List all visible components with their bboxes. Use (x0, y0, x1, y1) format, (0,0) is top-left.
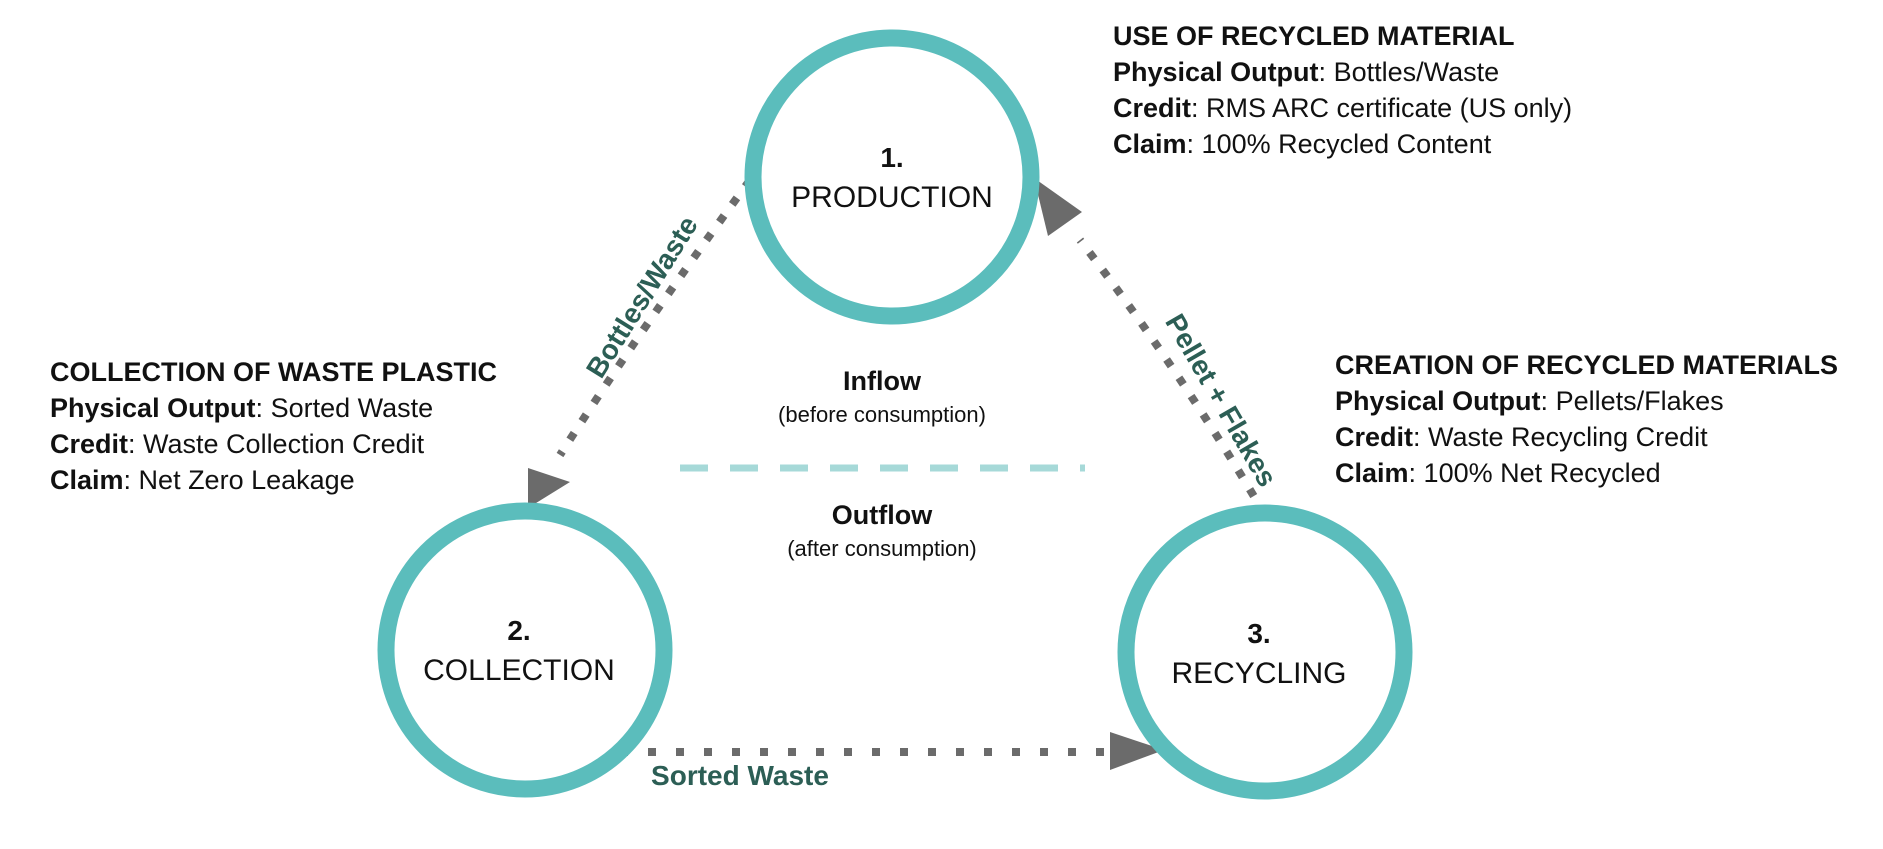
arrow-recycling-to-production (1034, 178, 1269, 518)
panel-row-physical-output: Physical Output: Pellets/Flakes (1335, 386, 1724, 416)
arrow-production-to-collection (528, 177, 754, 508)
node-recycling-label: RECYCLING (1171, 657, 1346, 690)
panel-row-claim: Claim: Net Zero Leakage (50, 465, 355, 495)
node-recycling-ring (1117, 504, 1413, 800)
arrow-label-pellet-flakes: Pellet + Flakes (1159, 309, 1283, 492)
node-production-number: 1. (880, 142, 903, 173)
arrow-label-sorted-waste: Sorted Waste (651, 760, 829, 791)
panel-row-credit: Credit: Waste Recycling Credit (1335, 422, 1708, 452)
node-recycling-number: 3. (1247, 618, 1270, 649)
info-panel-collection-of-waste-plastic: COLLECTION OF WASTE PLASTIC Physical Out… (50, 354, 497, 498)
outflow-subtitle: (after consumption) (787, 536, 977, 561)
node-collection-number: 2. (507, 615, 530, 646)
panel-title: USE OF RECYCLED MATERIAL (1113, 21, 1515, 51)
panel-row-claim: Claim: 100% Net Recycled (1335, 458, 1661, 488)
node-production-ring (744, 29, 1040, 325)
outflow-title: Outflow (832, 500, 933, 530)
panel-row-claim: Claim: 100% Recycled Content (1113, 129, 1492, 159)
inflow-subtitle: (before consumption) (778, 402, 986, 427)
node-collection-label: COLLECTION (423, 654, 615, 687)
panel-row-physical-output: Physical Output: Sorted Waste (50, 393, 434, 423)
panel-row-physical-output: Physical Output: Bottles/Waste (1113, 57, 1500, 87)
node-collection-ring (377, 502, 673, 798)
panel-title: CREATION OF RECYCLED MATERIALS (1335, 350, 1838, 380)
info-panel-use-of-recycled-material: USE OF RECYCLED MATERIAL Physical Output… (1113, 18, 1572, 162)
panel-row-credit: Credit: Waste Collection Credit (50, 429, 425, 459)
arrow-label-bottles-waste: Bottles/Waste (580, 211, 704, 384)
panel-title: COLLECTION OF WASTE PLASTIC (50, 357, 497, 387)
node-production-label: PRODUCTION (791, 181, 993, 214)
panel-row-credit: Credit: RMS ARC certificate (US only) (1113, 93, 1573, 123)
info-panel-creation-of-recycled-materials: CREATION OF RECYCLED MATERIALS Physical … (1335, 347, 1838, 491)
inflow-title: Inflow (843, 366, 922, 396)
arrow-collection-to-recycling (620, 732, 1164, 770)
